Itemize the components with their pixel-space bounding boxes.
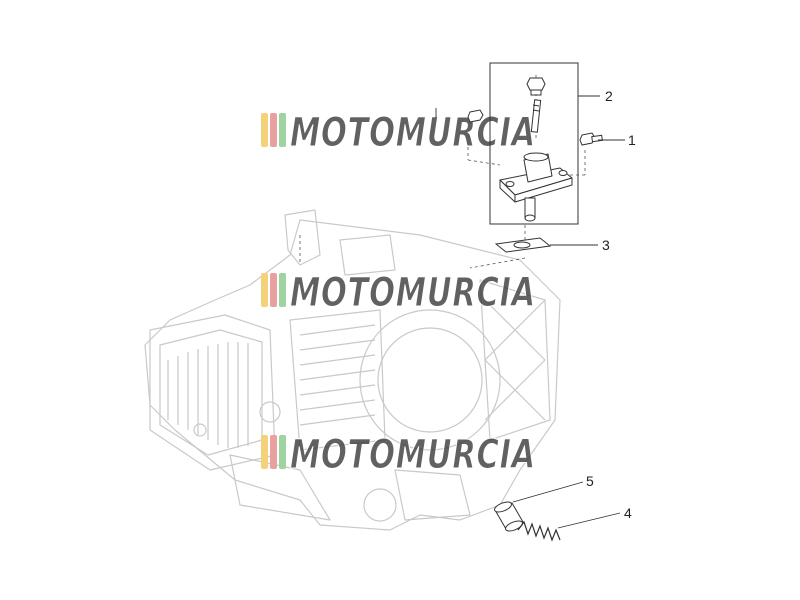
tensioner-plunger-spring: [530, 99, 542, 133]
watermark-bottom: MOTOMURCIA: [261, 432, 536, 479]
tensioner-cap-bolt: [526, 77, 546, 96]
watermark-text: MOTOMURCIA: [290, 432, 536, 478]
watermark-stripe-green: [279, 273, 286, 307]
watermark-stripe-yellow: [261, 113, 268, 147]
spring-part-4: [517, 520, 561, 542]
watermark-text: MOTOMURCIA: [290, 270, 536, 316]
tensioner-kit-box: [489, 62, 579, 225]
engine-ghost-outline: [144, 209, 561, 531]
watermark-stripe-yellow: [261, 273, 268, 307]
callout-3: 3: [602, 237, 610, 253]
bolt-part-1: [579, 132, 603, 146]
watermark-stripe-red: [270, 273, 277, 307]
callout-1: 1: [628, 132, 636, 148]
watermark-text: MOTOMURCIA: [290, 110, 536, 156]
watermark-top: MOTOMURCIA: [261, 110, 536, 157]
cam-chain-tensioner-body: [499, 152, 573, 222]
tensioner-gasket: [494, 237, 552, 253]
watermark-stripe-yellow: [261, 435, 268, 469]
watermark-middle: MOTOMURCIA: [261, 270, 536, 317]
leader-lines: [435, 95, 625, 529]
watermark-stripe-red: [270, 435, 277, 469]
callout-numbers: 1 2 3 4 5: [586, 88, 636, 521]
callout-5: 5: [586, 473, 594, 489]
callout-2: 2: [605, 88, 613, 104]
watermark-stripe-green: [279, 113, 286, 147]
bolt-part-1-left: [467, 109, 484, 123]
watermark-stripe-green: [279, 435, 286, 469]
bushing-part-5: [494, 501, 524, 532]
callout-4: 4: [624, 505, 632, 521]
watermark-stripe-red: [270, 113, 277, 147]
